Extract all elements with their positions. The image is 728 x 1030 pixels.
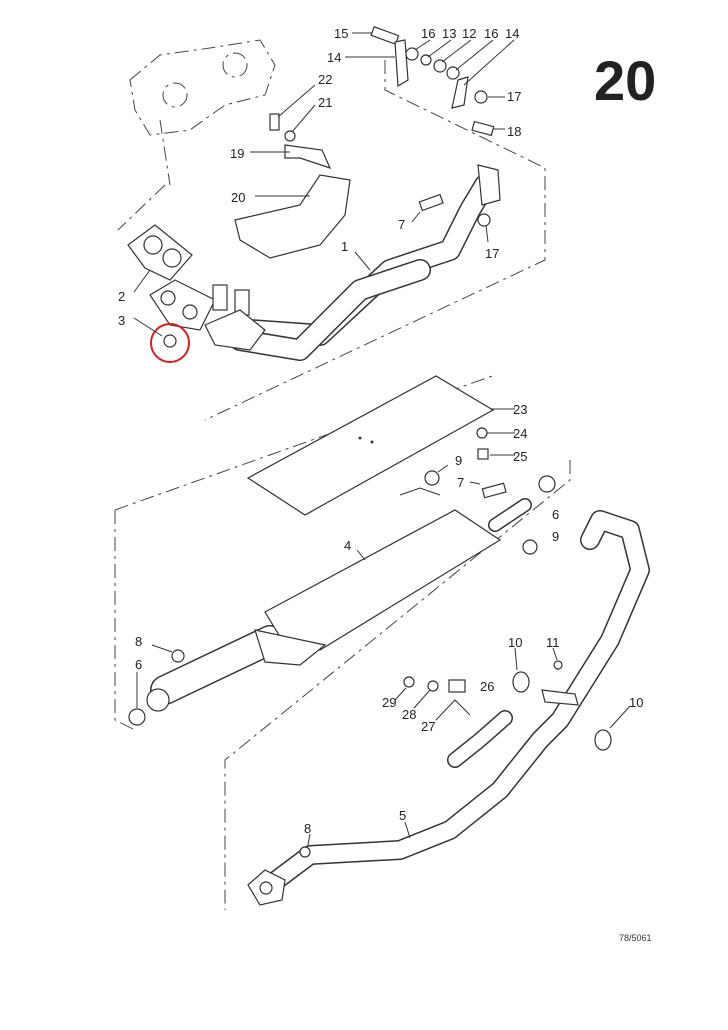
part-label: 17: [485, 246, 499, 261]
part-label: 6: [552, 507, 559, 522]
part-label: 14: [327, 50, 341, 65]
page-number: 20: [594, 49, 656, 112]
part-label: 1: [341, 239, 348, 254]
part-label: 10: [508, 635, 522, 650]
part-label: 12: [462, 26, 476, 41]
front-pipe-part-1: [149, 164, 501, 361]
part-label: 8: [304, 821, 311, 836]
part-label: 4: [344, 538, 351, 553]
part-label: 7: [457, 475, 464, 490]
part-label: 6: [135, 657, 142, 672]
part-label: 5: [399, 808, 406, 823]
part-label: 29: [382, 695, 396, 710]
part-label: 9: [552, 529, 559, 544]
part-label: 19: [230, 146, 244, 161]
mounting-hardware: [269, 26, 495, 227]
part-number-labels: 15 14 16 13 12 16 14 17 18 22 21 19 20 7…: [118, 26, 643, 836]
highlight-circle: [150, 323, 190, 363]
part-label: 2: [118, 289, 125, 304]
part-label: 25: [513, 449, 527, 464]
part-label: 20: [231, 190, 245, 205]
part-label: 14: [505, 26, 519, 41]
leader-lines: [133, 32, 631, 846]
part-label: 21: [318, 95, 332, 110]
gasket-part-2: [127, 224, 193, 281]
part-label: 13: [442, 26, 456, 41]
part-label: 7: [398, 217, 405, 232]
part-label: 9: [455, 453, 462, 468]
part-label: 15: [334, 26, 348, 41]
silencer-part-4: [128, 470, 556, 726]
part-label: 16: [484, 26, 498, 41]
exhaust-manifold-outline: [129, 39, 276, 136]
part-label: 24: [513, 426, 527, 441]
part-label: 16: [421, 26, 435, 41]
part-label: 3: [118, 313, 125, 328]
part-label: 8: [135, 634, 142, 649]
reference-code: 78/5061: [619, 933, 652, 943]
part-label: 18: [507, 124, 521, 139]
part-label: 23: [513, 402, 527, 417]
nut-part-3: [163, 334, 177, 348]
heat-plate-part-23: [246, 375, 495, 516]
heat-shield-parts-19-20: [234, 144, 351, 259]
part-label: 26: [480, 679, 494, 694]
tail-pipe-part-5: [247, 510, 650, 906]
part-label: 10: [629, 695, 643, 710]
part-label: 22: [318, 72, 332, 87]
part-label: 28: [402, 707, 416, 722]
part-label: 17: [507, 89, 521, 104]
part-label: 27: [421, 719, 435, 734]
part-label: 11: [546, 635, 560, 650]
